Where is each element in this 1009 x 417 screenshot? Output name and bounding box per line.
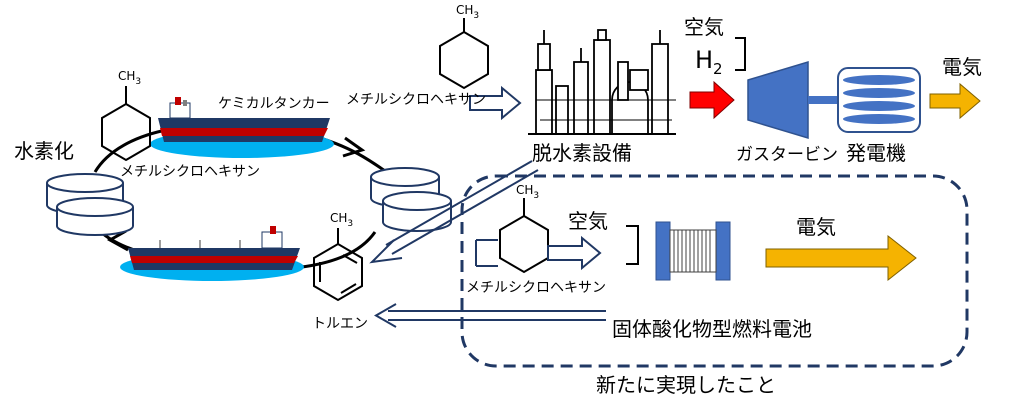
gas-turbine-icon [747, 60, 809, 140]
gas-turbine-label: ガスタービン [736, 145, 838, 165]
chemical-tanker-top [150, 97, 334, 158]
storage-tanks-left [46, 173, 134, 236]
electricity-arrow-fc [765, 234, 917, 282]
hydrogenation-label: 水素化 [14, 139, 74, 163]
toluene-label: トルエン [312, 316, 368, 332]
mch-top-label: メチルシクロヘキサン [346, 92, 486, 108]
new-achievement-box [460, 174, 969, 368]
chemical-tanker-label: ケミカルタンカー [218, 96, 330, 112]
dehydrogenation-plant [528, 29, 676, 135]
turbine-shaft [808, 96, 838, 104]
sofc-stack-icon [655, 221, 731, 281]
ch3-label-left: CH3 [118, 69, 141, 87]
air-fc-bracket [626, 225, 639, 265]
ch3-label-top: CH3 [456, 3, 479, 21]
mch-fc-label: メチルシクロヘキサン [466, 280, 606, 296]
mch-to-fc-arrow [547, 235, 602, 271]
electricity-top-label: 電気 [942, 55, 982, 79]
mch-to-dehydro-arrow [469, 85, 522, 121]
electricity-fc-label: 電気 [796, 215, 836, 239]
mch-molecule-fc [499, 198, 549, 274]
air-top-label: 空気 [684, 15, 724, 39]
chemical-tanker-bottom [120, 226, 304, 281]
cycle-arc-top-arrowhead [342, 136, 366, 158]
sofc-label: 固体酸化物型燃料電池 [612, 317, 812, 341]
fc-to-toluene-arrow [373, 303, 606, 328]
mch-molecule-left [101, 86, 151, 162]
hydrogen-arrow [689, 80, 735, 120]
air-fc-label: 空気 [568, 209, 608, 233]
mch-molecule-top [439, 18, 489, 90]
mch-left-label: メチルシクロヘキサン [120, 164, 260, 180]
cycle-arc-bottom-arrowhead [106, 229, 129, 252]
storage-tanks-right [370, 167, 452, 232]
toluene-molecule [313, 228, 363, 302]
ch3-label-toluene: CH3 [330, 211, 353, 229]
electricity-arrow-top [929, 82, 981, 120]
generator-label: 発電機 [846, 141, 906, 165]
air-h2-bracket [735, 37, 746, 71]
generator-icon [837, 67, 921, 133]
mch-fc-inlet-stub [475, 239, 498, 267]
ch3-label-fc: CH3 [516, 183, 539, 201]
dehydrogenation-label: 脱水素設備 [532, 141, 632, 165]
new-achievement-label: 新たに実現したこと [596, 373, 776, 397]
h2-label: H2 [695, 46, 723, 78]
